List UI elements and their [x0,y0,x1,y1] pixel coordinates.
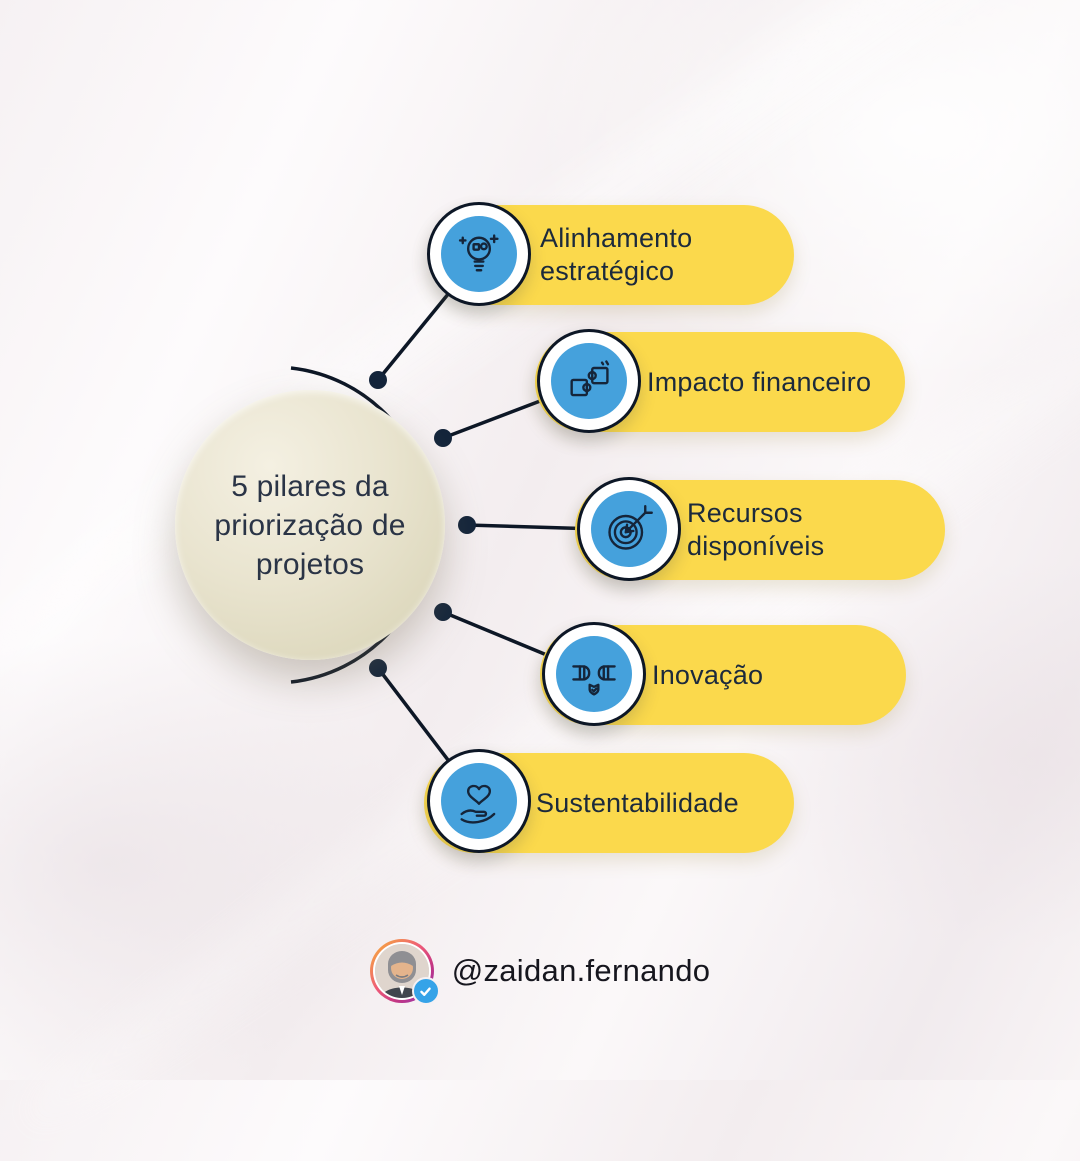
pillar-icon-badge-1 [427,202,531,306]
pillar-label-3: Recursos disponíveis [687,498,825,561]
pillar-label-1: Alinhamento estratégico [540,223,693,286]
pillar-label-2: Impacto financeiro [647,366,872,397]
fist-bump-shield-icon [556,636,632,712]
pillar-icon-badge-3 [577,477,681,581]
pillar-icon-badge-5 [427,749,531,853]
central-topic-title: 5 pilares da priorização de projetos [214,469,406,581]
puzzle-pieces-icon [551,343,627,419]
author-handle[interactable]: @zaidan.fernando [451,953,711,988]
target-arrow-icon [591,491,667,567]
pillar-icon-badge-2 [537,329,641,433]
pillar-label-5: Sustentabilidade [536,787,739,818]
infographic: 5 pilares da priorização de projetos Ali… [0,202,1080,1006]
pillar-label-4: Inovação [652,659,764,690]
connector-lines [290,253,631,804]
lightbulb-puzzle-icon [441,216,517,292]
heart-hand-icon [441,763,517,839]
avatar[interactable] [369,939,440,1005]
author-credit[interactable]: @zaidan.fernando [0,936,1080,1006]
verified-badge-icon [411,977,440,1005]
pillar-icon-badge-4 [542,622,646,726]
central-topic-circle: 5 pilares da priorização de projetos [175,390,445,660]
